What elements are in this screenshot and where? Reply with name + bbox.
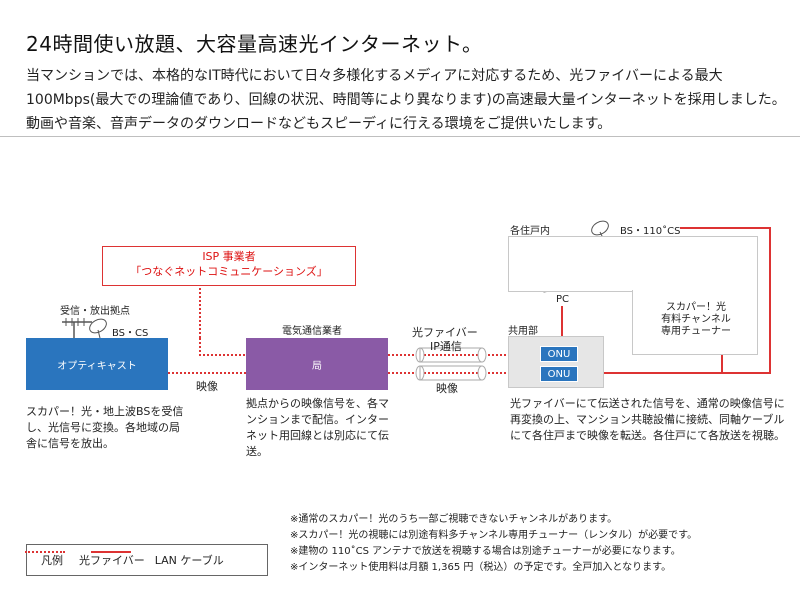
- home-desc: 光ファイバーにて伝送された信号を、通常の映像信号に再変換の上、マンション共聴設備…: [510, 397, 785, 442]
- tuner-panel: [632, 290, 758, 355]
- ip-label: IP通信: [430, 340, 462, 353]
- station-dish-label: BS・CS: [112, 328, 149, 339]
- fiber-label: 光ファイバー: [412, 326, 478, 339]
- shared-label: 共用部: [508, 326, 538, 337]
- fiber-video-label: 映像: [436, 382, 458, 395]
- station-video-label: 映像: [196, 380, 218, 393]
- fiber-sleeve-ip-right: [477, 347, 487, 363]
- pc-label: PC: [556, 294, 570, 305]
- onu-ip: ONU: [540, 346, 578, 362]
- station-label: 受信・放出拠点: [60, 306, 130, 317]
- note-4: ※インターネット使用料は月額 1,365 円（税込）の予定です。全戸加入となりま…: [290, 562, 672, 573]
- home-label: 各住戸内: [510, 226, 550, 237]
- page-title: 24時間使い放題、大容量高速光インターネット。: [26, 32, 483, 56]
- home-box: [508, 236, 758, 292]
- isp-label: ISP 事業者: [202, 250, 256, 263]
- legend-fiber-label: 光ファイバー: [79, 554, 145, 567]
- note-3: ※建物の 110˚CS アンテナで放送を視聴する場合は別途チューナーが必要になり…: [290, 546, 681, 557]
- note-1: ※通常のスカパー！光のうち一部ご視聴できないチャンネルがあります。: [290, 514, 618, 525]
- legend-fiber-swatch: [25, 551, 65, 553]
- intro-text: 当マンションでは、本格的なIT時代において日々多様化するメディアに対応するため、…: [26, 68, 786, 132]
- legend: 凡例 光ファイバー LAN ケーブル: [25, 544, 268, 576]
- antenna-feed-line: [680, 227, 771, 374]
- isp-name: 「つなぐネットコミュニケーションズ」: [130, 265, 328, 278]
- notes: ※通常のスカパー！光のうち一部ご視聴できないチャンネルがあります。 ※スカパー！…: [290, 512, 697, 576]
- fiber-sleeve-video-right: [477, 365, 487, 381]
- satellite-dish-icon-station: [89, 318, 107, 339]
- legend-lan-label: LAN ケーブル: [154, 554, 224, 567]
- home-dish-label: BS・110˚CS: [620, 226, 681, 237]
- note-2: ※スカパー！光の視聴には別途有料多チャンネル専用チューナー（レンタル）が必要です…: [290, 530, 698, 541]
- divider: [0, 136, 800, 137]
- tuner-label: スカパー！光 有料チャンネル 専用チューナー: [661, 302, 731, 337]
- optcast-box: オプティキャスト: [26, 338, 168, 390]
- station-desc: スカパー！光・地上波BSを受信し、光信号に変換。各地域の局舎に信号を放出。: [26, 405, 184, 450]
- isp-box: ISP 事業者 「つなぐネットコミュニケーションズ」: [102, 246, 356, 286]
- tv-antenna-icon: [62, 318, 92, 338]
- carrier-label: 電気通信業者: [282, 326, 342, 337]
- carrier-desc: 拠点からの映像信号を、各マンションまで配信。インターネット用回線とは別応にて伝送…: [246, 397, 389, 458]
- isp-dotted-line: [199, 338, 246, 356]
- legend-title: 凡例: [41, 554, 63, 567]
- legend-lan-swatch: [90, 551, 131, 553]
- onu-video: ONU: [540, 366, 578, 382]
- carrier-box: 局: [246, 338, 388, 390]
